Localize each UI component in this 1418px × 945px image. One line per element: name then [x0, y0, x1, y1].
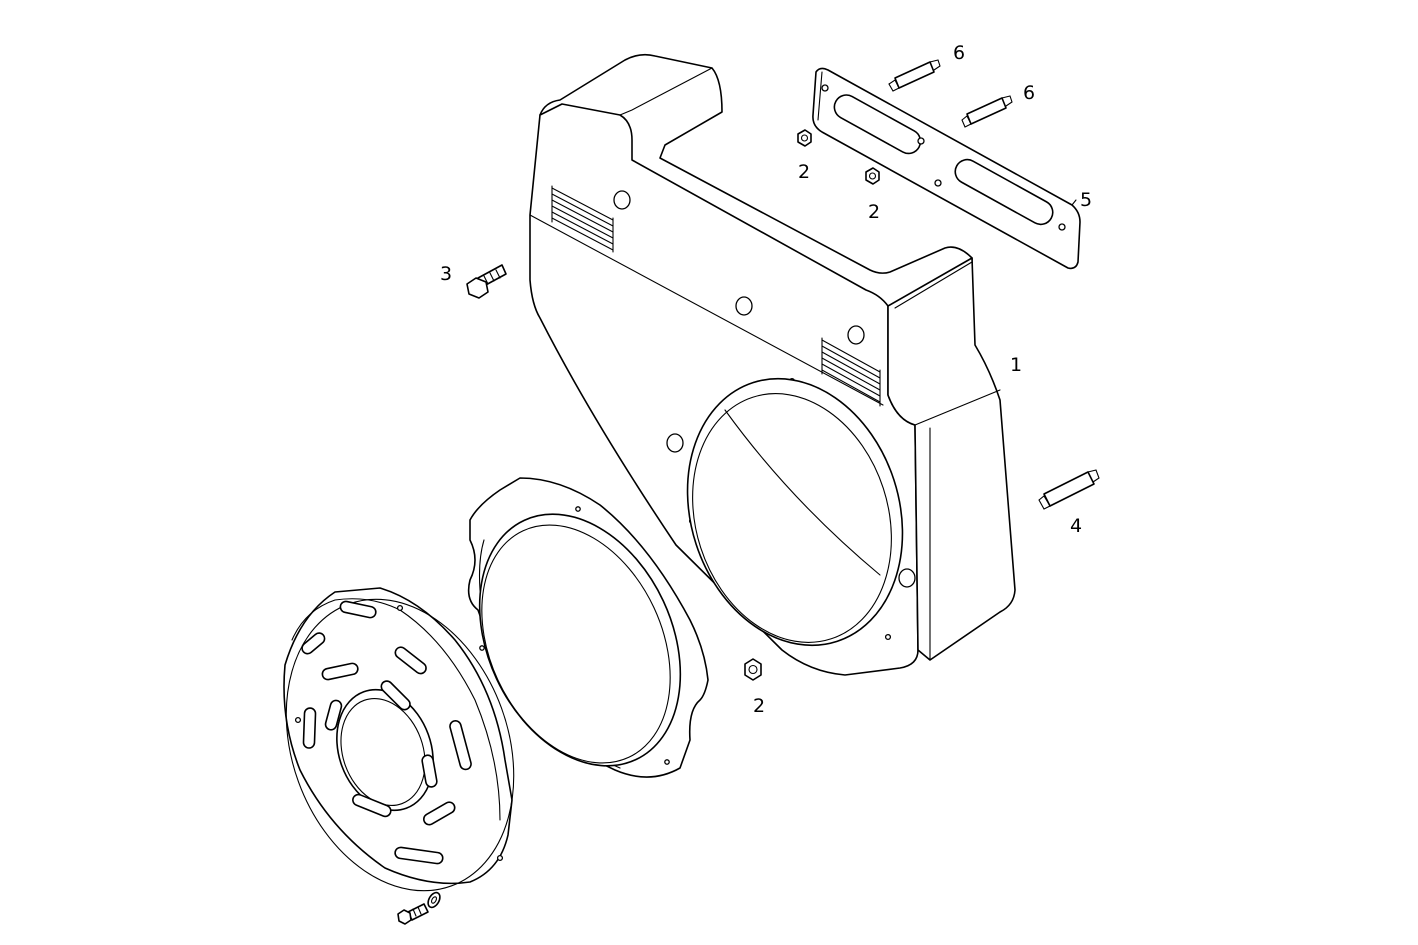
callout-2: 2 [753, 695, 765, 717]
fan-guard-hub [336, 688, 434, 812]
housing-hole [735, 296, 753, 316]
fan-guard [283, 587, 515, 892]
fan-ring [467, 477, 709, 778]
housing-louvers-left [551, 185, 614, 253]
callout-6: 6 [953, 42, 965, 64]
housing-hole [847, 325, 865, 345]
housing-hole [898, 568, 916, 588]
callout-4: 4 [1070, 515, 1082, 537]
stud-right [1038, 469, 1100, 510]
guard-washer [427, 891, 441, 909]
bolt [466, 264, 507, 299]
leader-lines [1071, 199, 1077, 206]
housing-fan-opening [686, 377, 904, 647]
nut-upper-b [865, 167, 880, 185]
housing-hole [666, 433, 684, 453]
nut-lower [744, 658, 762, 681]
callout-6: 6 [1023, 82, 1035, 104]
mounting-bracket [812, 67, 1081, 270]
housing-hole [613, 190, 631, 210]
stud-upper-a [888, 59, 941, 92]
housing-louvers-right [821, 337, 881, 407]
callout-5: 5 [1080, 189, 1092, 211]
nut-upper-a [797, 129, 812, 147]
callout-1: 1 [1010, 354, 1022, 376]
guard-screw [397, 891, 441, 925]
callout-2: 2 [798, 161, 810, 183]
callout-2: 2 [868, 201, 880, 223]
stud-upper-b [961, 95, 1013, 128]
callout-3: 3 [440, 263, 452, 285]
fan-housing [529, 53, 1016, 676]
